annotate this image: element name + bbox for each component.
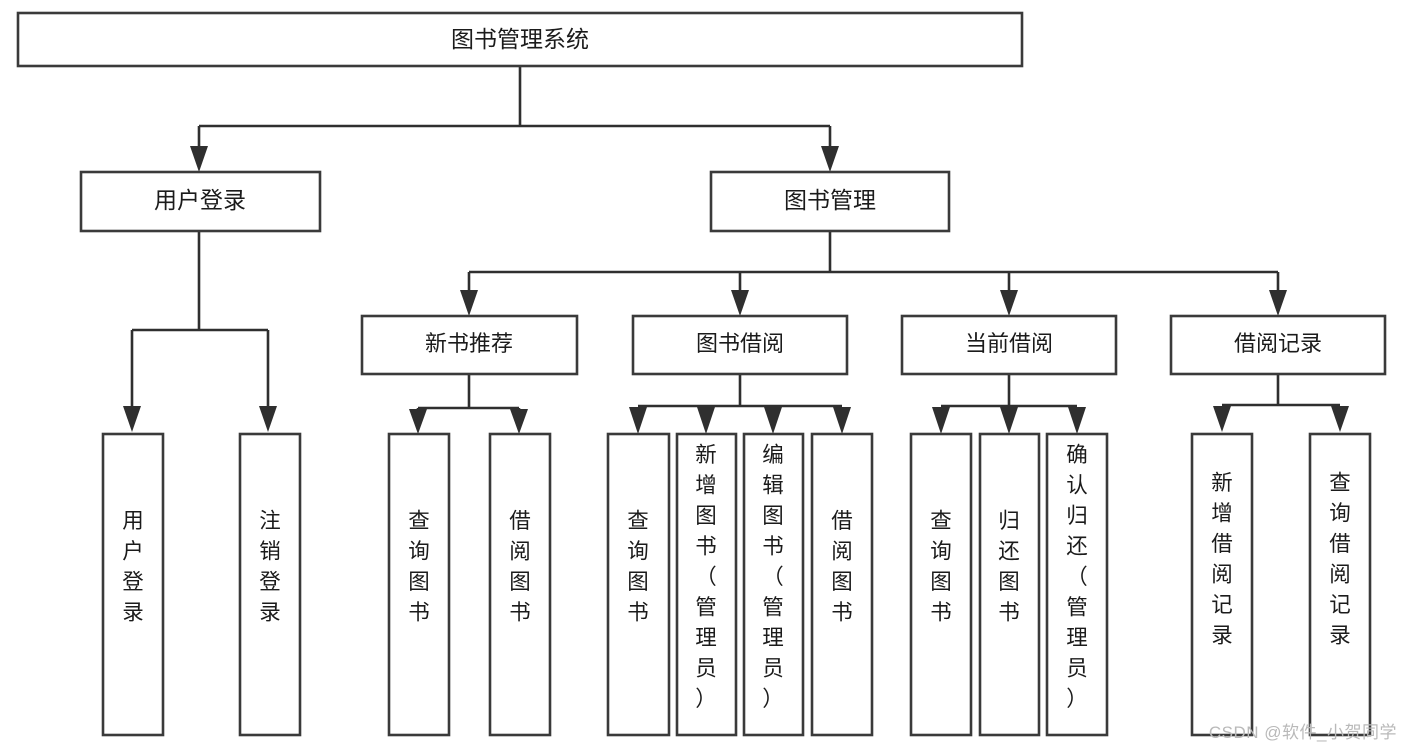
node-current-borrow[interactable]: 当前借阅 [900, 314, 1118, 376]
leaf-borrowrecord-add-box[interactable] [1190, 432, 1254, 737]
arrow-head-currentborrow-leaf-2 [1000, 407, 1018, 434]
connector-layer [123, 66, 1349, 434]
leaf-currentborrow-query-box[interactable] [909, 432, 973, 737]
node-user-login-box[interactable] [79, 170, 322, 233]
leaf-bookborrow-borrow-label: 借阅图书 [831, 509, 853, 625]
leaf-bookborrow-add-label: 新增图书（管理员） [695, 443, 717, 711]
leaf-borrowrecord-query-label: 查询借阅记录 [1329, 471, 1351, 648]
arrow-head-currentborrow-leaf-3 [1068, 407, 1086, 434]
arrow-head-bookborrow-leaf-1 [629, 407, 647, 434]
arrow-head-book-mgmt [821, 146, 839, 172]
leaf-currentborrow-confirm-label: 确认归还（管理员） [1066, 443, 1088, 711]
leaf-node[interactable]: 注销登录 [238, 432, 302, 737]
leaf-newbook-query-box[interactable] [387, 432, 451, 737]
node-book-borrow[interactable]: 图书借阅 [631, 314, 849, 376]
node-new-book-recommend-label: 新书推荐 [425, 331, 513, 356]
leaf-node[interactable]: 借阅图书 [810, 432, 874, 737]
leaf-user-login-box[interactable] [101, 432, 165, 737]
arrow-head-borrowrecord-leaf-1 [1213, 406, 1231, 432]
node-root-label: 图书管理系统 [451, 26, 589, 52]
leaf-borrowrecord-add-label: 新增借阅记录 [1211, 471, 1233, 648]
leaf-bookborrow-edit-box[interactable] [742, 432, 805, 737]
arrow-head-newbook-leaf-1 [409, 409, 427, 434]
node-book-borrow-label: 图书借阅 [696, 331, 784, 356]
leaf-currentborrow-return-label: 归还图书 [998, 509, 1020, 625]
arrow-head-borrowrecord-leaf-2 [1331, 406, 1349, 432]
leaf-node[interactable]: 查询图书 [909, 432, 973, 737]
arrow-head-leaf-logout [259, 406, 277, 432]
leaf-node[interactable]: 新增图书（管理员） [675, 432, 738, 737]
leaf-bookborrow-borrow-box[interactable] [810, 432, 874, 737]
arrow-head-bookborrow-leaf-3 [764, 407, 782, 434]
leaf-currentborrow-confirm-box[interactable] [1045, 432, 1109, 737]
arrow-head-bookborrow-leaf-4 [833, 407, 851, 434]
node-borrow-record-label: 借阅记录 [1234, 331, 1322, 356]
leaf-bookborrow-query-box[interactable] [606, 432, 671, 737]
arrow-head-currentborrow-leaf-1 [932, 407, 950, 434]
node-new-book-recommend[interactable]: 新书推荐 [360, 314, 579, 376]
node-borrow-record[interactable]: 借阅记录 [1169, 314, 1387, 376]
arrow-head-book-borrow [731, 290, 749, 316]
arrow-head-leaf-user-login [123, 406, 141, 432]
node-book-management[interactable]: 图书管理 [709, 170, 951, 233]
arrow-head-newbook-leaf-2 [510, 409, 528, 434]
leaf-currentborrow-return-box[interactable] [978, 432, 1041, 737]
node-root-box[interactable] [16, 11, 1024, 68]
node-borrow-record-box[interactable] [1169, 314, 1387, 376]
node-user-login[interactable]: 用户登录 [79, 170, 322, 233]
leaf-newbook-query-label: 查询图书 [408, 509, 430, 625]
leaf-node[interactable]: 查询图书 [387, 432, 451, 737]
leaf-node[interactable]: 查询图书 [606, 432, 671, 737]
leaf-logout-label: 注销登录 [259, 509, 281, 625]
leaf-newbook-borrow-box[interactable] [488, 432, 552, 737]
node-new-book-recommend-box[interactable] [360, 314, 579, 376]
leaf-node[interactable]: 查询借阅记录 [1308, 432, 1372, 737]
node-current-borrow-box[interactable] [900, 314, 1118, 376]
leaf-node[interactable]: 编辑图书（管理员） [742, 432, 805, 737]
node-root[interactable]: 图书管理系统 [16, 11, 1024, 68]
leaf-node[interactable]: 借阅图书 [488, 432, 552, 737]
node-book-management-box[interactable] [709, 170, 951, 233]
arrow-head-bookborrow-leaf-2 [697, 407, 715, 434]
leaf-node[interactable]: 归还图书 [978, 432, 1041, 737]
arrow-head-user-login [190, 146, 208, 172]
leaf-logout-box[interactable] [238, 432, 302, 737]
leaf-borrowrecord-query-box[interactable] [1308, 432, 1372, 737]
leaf-bookborrow-query-label: 查询图书 [627, 509, 649, 625]
leaf-user-login-label: 用户登录 [122, 509, 144, 625]
leaf-node[interactable]: 新增借阅记录 [1190, 432, 1254, 737]
leaf-currentborrow-query-label: 查询图书 [930, 509, 952, 625]
arrow-head-new-book [460, 290, 478, 316]
leaf-bookborrow-edit-label: 编辑图书（管理员） [762, 443, 784, 711]
arrow-head-current-borrow [1000, 290, 1018, 316]
node-current-borrow-label: 当前借阅 [965, 331, 1053, 356]
node-user-login-label: 用户登录 [154, 187, 246, 213]
node-book-management-label: 图书管理 [784, 187, 876, 213]
leaf-newbook-borrow-label: 借阅图书 [509, 509, 531, 625]
leaf-bookborrow-add-box[interactable] [675, 432, 738, 737]
arrow-head-borrow-record [1269, 290, 1287, 316]
leaf-node[interactable]: 确认归还（管理员） [1045, 432, 1109, 737]
node-book-borrow-box[interactable] [631, 314, 849, 376]
leaf-node[interactable]: 用户登录 [101, 432, 165, 737]
